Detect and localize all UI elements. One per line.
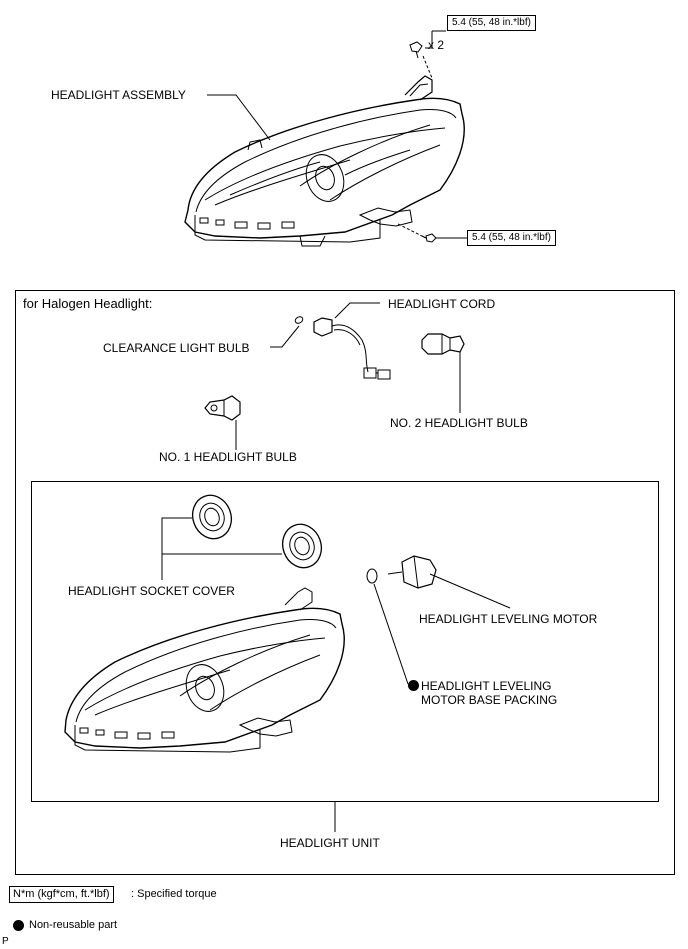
socket-cover-1-illustration <box>191 494 233 540</box>
no2-headlight-bulb-illustration <box>421 333 465 355</box>
halogen-section-frame <box>15 290 675 875</box>
headlight-assembly-label: HEADLIGHT ASSEMBLY <box>51 88 186 102</box>
headlight-unit-illustration <box>64 587 345 753</box>
torque-qty-label: x 2 <box>428 38 445 52</box>
halogen-section-title: for Halogen Headlight: <box>23 296 153 311</box>
legend-non-reusable-desc: Non-reusable part <box>29 919 118 931</box>
packing-leader-line <box>373 583 409 685</box>
headlight-leveling-motor-label: HEADLIGHT LEVELING MOTOR <box>419 612 598 626</box>
leveling-motor-leader-line <box>429 573 511 609</box>
non-reusable-marker-icon <box>408 680 419 691</box>
packing-label-line1: HEADLIGHT LEVELING <box>421 679 552 693</box>
legend-non-reusable-icon <box>13 920 24 931</box>
headlight-leveling-motor-illustration <box>387 555 437 589</box>
headlight-cord-illustration <box>313 317 391 380</box>
headlight-socket-cover-label: HEADLIGHT SOCKET COVER <box>68 584 235 598</box>
headlight-cord-label: HEADLIGHT CORD <box>388 297 496 311</box>
bolt-top-dashed-line <box>422 55 433 79</box>
bolt-top-icon <box>409 41 423 59</box>
assembly-leader-line <box>207 94 271 141</box>
socket-cover-2-illustration <box>281 523 323 569</box>
torque-bottom-box: 5.4 (55, 48 in.*lbf) <box>467 230 556 246</box>
socket-cover-leader-lines <box>161 517 282 580</box>
clearance-leader-line <box>270 325 300 348</box>
bolt-bottom-icon <box>421 233 437 243</box>
headlight-assembly-illustration <box>184 75 465 247</box>
legend-torque-box: N*m (kgf*cm, ft.*lbf) <box>9 886 114 903</box>
headlight-unit-frame <box>31 481 659 802</box>
packing-label-line2: MOTOR BASE PACKING <box>421 693 558 707</box>
leveling-motor-packing-illustration <box>366 568 378 584</box>
legend-torque-desc: : Specified torque <box>131 888 217 900</box>
no2-headlight-bulb-label: NO. 2 HEADLIGHT BULB <box>390 416 528 430</box>
no1-headlight-bulb-illustration <box>204 395 241 421</box>
corner-mark: P <box>2 936 9 947</box>
clearance-light-bulb-label: CLEARANCE LIGHT BULB <box>103 341 250 355</box>
cord-leader-line <box>334 302 380 319</box>
torque-top-box: 5.4 (55, 48 in.*lbf) <box>447 15 536 31</box>
no1-headlight-bulb-label: NO. 1 HEADLIGHT BULB <box>159 450 297 464</box>
clearance-light-bulb-illustration <box>294 316 304 324</box>
headlight-unit-label: HEADLIGHT UNIT <box>280 836 380 850</box>
